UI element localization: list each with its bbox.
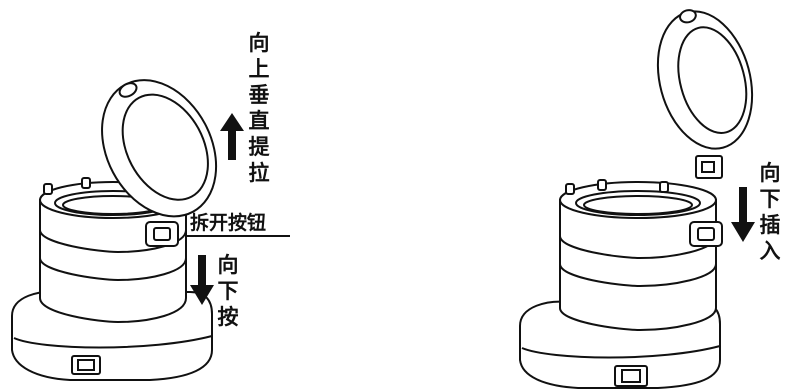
right-rim-top [559, 181, 717, 219]
vertical-char: 插 [759, 213, 781, 237]
right-appliance [519, 9, 754, 389]
press-down-label: 向下按 [215, 252, 241, 330]
arrow-down-icon [190, 255, 214, 305]
lift-up-label: 向上垂直提拉 [246, 30, 272, 186]
vertical-char: 上 [248, 57, 270, 81]
press-down-text: 向下按 [215, 252, 241, 330]
vertical-char: 向 [217, 253, 239, 277]
right-lid [656, 9, 754, 150]
vertical-char: 按 [217, 305, 239, 329]
right-lid-hinge [695, 155, 723, 179]
arrow-up-icon [220, 113, 244, 160]
vertical-char: 向 [248, 31, 270, 55]
release-button-label: 拆开按钮 [190, 212, 267, 234]
vertical-char: 下 [217, 279, 239, 303]
right-hinge-socket [689, 221, 723, 247]
vertical-char: 提 [248, 135, 270, 159]
right-lid-window [677, 26, 748, 134]
left-hinge [145, 221, 179, 247]
left-lid [101, 79, 218, 218]
right-lid-knob [679, 9, 697, 24]
vertical-char: 直 [248, 109, 270, 133]
left-lid-knob [118, 82, 138, 98]
vertical-char: 向 [759, 161, 781, 185]
left-lid-window [121, 93, 209, 201]
vertical-char: 垂 [248, 83, 270, 107]
vertical-char: 入 [759, 239, 781, 263]
left-base-latch [71, 355, 101, 375]
insert-down-label: 向下插入 [757, 160, 783, 264]
vertical-char: 拉 [248, 161, 270, 185]
arrow-down-insert-icon [731, 187, 755, 242]
vertical-char: 下 [759, 187, 781, 211]
lift-up-text: 向上垂直提拉 [246, 30, 272, 186]
left-appliance [11, 79, 218, 381]
insert-down-text: 向下插入 [757, 160, 783, 264]
